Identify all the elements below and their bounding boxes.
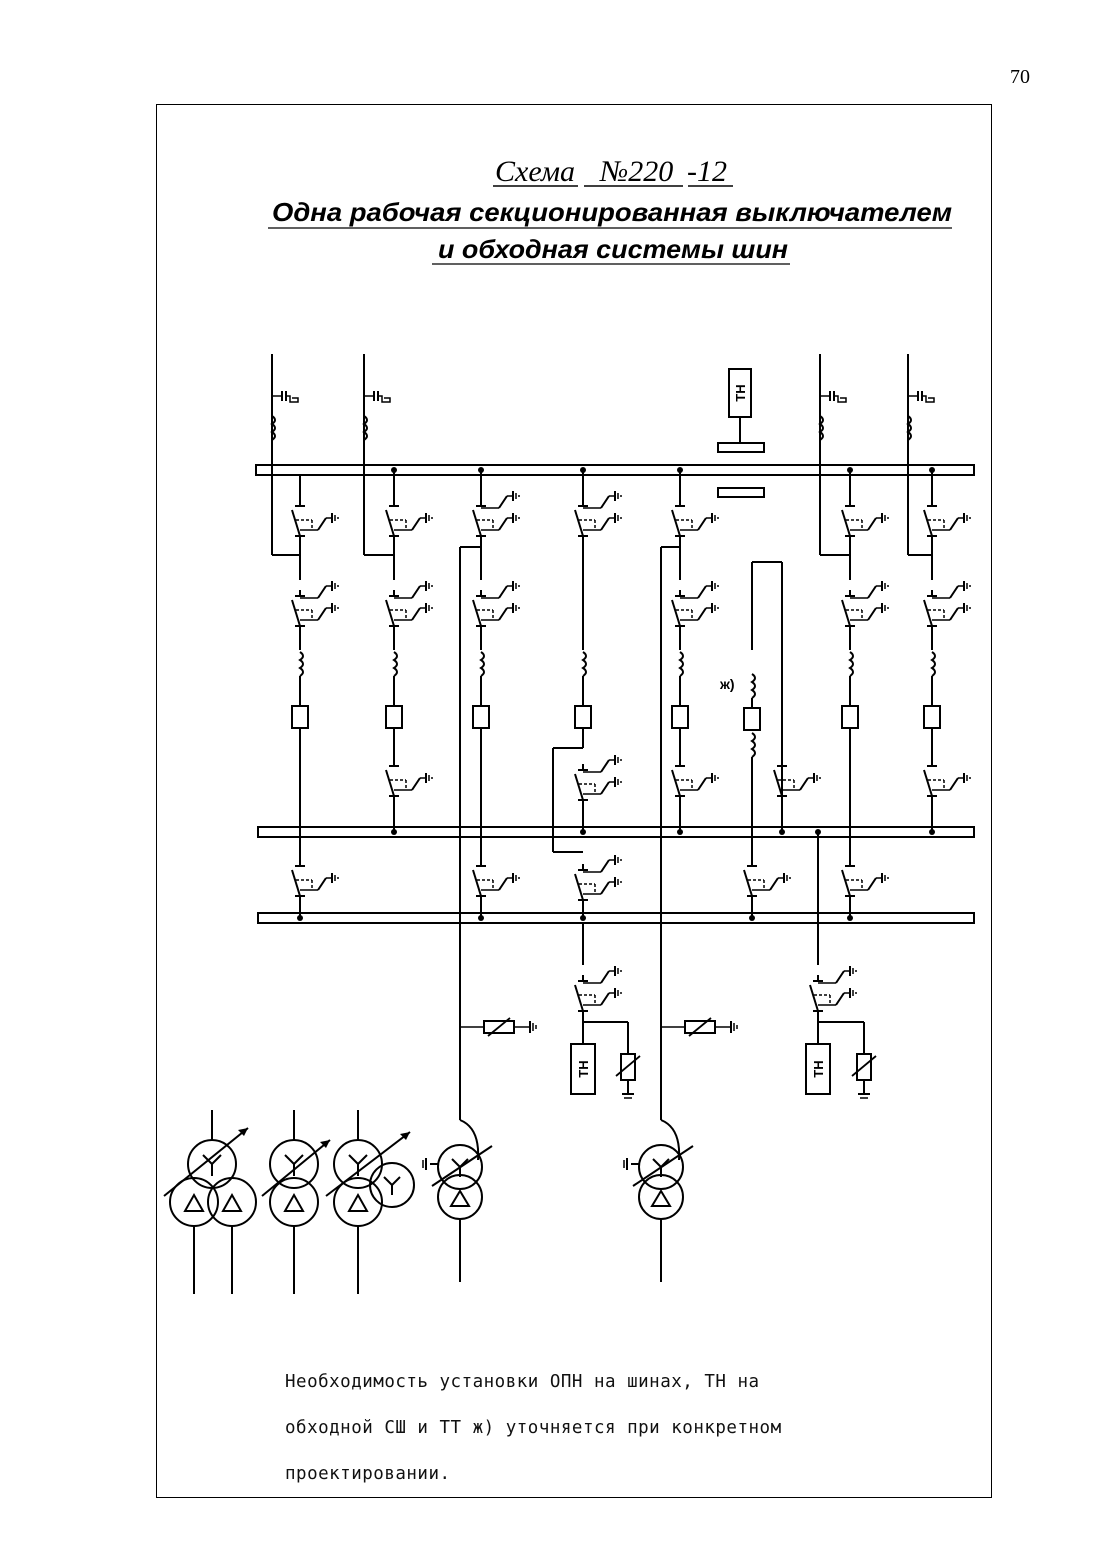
drawing-frame bbox=[156, 104, 992, 1498]
feeder-line-1 bbox=[271, 354, 339, 921]
transformer-variant-three-winding bbox=[325, 1110, 415, 1294]
note-line-3: проектировании. bbox=[285, 1464, 451, 1484]
feeder-line-3 bbox=[819, 354, 889, 921]
feeder-transformer-1 bbox=[459, 467, 537, 1120]
feeder-line-2 bbox=[363, 354, 433, 835]
title-scheme-number: №220 bbox=[599, 155, 673, 188]
working-bus bbox=[257, 826, 975, 838]
note-line-2: обходной СШ и ТТ ж) уточняется при конкр… bbox=[285, 1418, 782, 1438]
feeder-line-4 bbox=[907, 354, 971, 835]
transformer-variant-two-winding bbox=[261, 1110, 331, 1294]
title-line2: и обходная системы шин bbox=[438, 234, 788, 264]
page-number: 70 bbox=[1010, 66, 1030, 88]
working-bus-vt: ТН bbox=[805, 829, 877, 1099]
bypass-bus bbox=[257, 912, 975, 924]
title-scheme-word: Схема bbox=[495, 155, 575, 188]
title-scheme-suffix: -12 bbox=[687, 155, 727, 188]
ct-note-mark: ж) bbox=[719, 676, 735, 692]
note-line-1: Необходимость установки ОПН на шинах, ТН… bbox=[285, 1372, 760, 1392]
note-text: Необходимость установки ОПН на шинах, ТН… bbox=[285, 1348, 925, 1509]
power-transformer-2 bbox=[623, 1119, 694, 1282]
diagram-title: Схема №220 -12 Одна рабочая секционирова… bbox=[268, 155, 952, 265]
bypass-bus-vt: ТН bbox=[570, 923, 641, 1099]
title-line1: Одна рабочая секционированная выключател… bbox=[272, 197, 952, 227]
bus-voltage-transformer: ТН bbox=[717, 368, 765, 498]
working-bus-section bbox=[255, 464, 975, 476]
vt-label: ТН bbox=[733, 384, 748, 401]
power-transformer-1 bbox=[422, 1119, 493, 1282]
transformer-variant-split bbox=[163, 1110, 257, 1294]
feeder-transformer-2 bbox=[660, 467, 738, 1120]
bypass-breaker-feeder bbox=[552, 467, 621, 921]
sectional-breaker: ж) bbox=[719, 561, 821, 921]
vt-label: ТН bbox=[811, 1060, 826, 1077]
vt-label: ТН bbox=[576, 1060, 591, 1077]
